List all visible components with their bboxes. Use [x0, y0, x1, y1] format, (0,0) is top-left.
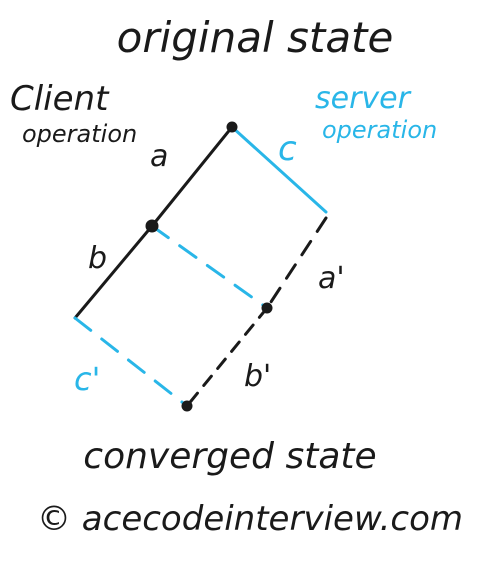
label-b: b — [88, 241, 107, 276]
server-label: server — [315, 81, 412, 116]
edge-a — [150, 125, 234, 228]
copyright-text: © acecodeinterview.com — [37, 499, 463, 539]
node-original-state — [226, 121, 238, 133]
node-converged-state — [181, 400, 193, 412]
node-after-a — [145, 219, 159, 233]
edge-b — [73, 224, 154, 320]
client-operation-label: operation — [22, 120, 137, 148]
edge-c-prime — [73, 316, 189, 408]
label-a-prime: a' — [318, 261, 345, 296]
diagram-title: original state — [117, 13, 394, 62]
converged-state-label: converged state — [83, 436, 376, 477]
label-b-prime: b' — [244, 359, 271, 394]
label-c: c — [278, 129, 297, 169]
edge-a-prime — [265, 216, 328, 310]
edge-c — [230, 125, 328, 214]
label-a: a — [150, 139, 168, 174]
label-c-prime: c' — [74, 360, 100, 398]
client-label: Client — [10, 79, 110, 119]
edge-b-prime — [185, 306, 269, 408]
node-after-c-a — [261, 302, 273, 314]
edge-c-mid — [150, 224, 269, 310]
server-operation-label: operation — [322, 116, 437, 144]
